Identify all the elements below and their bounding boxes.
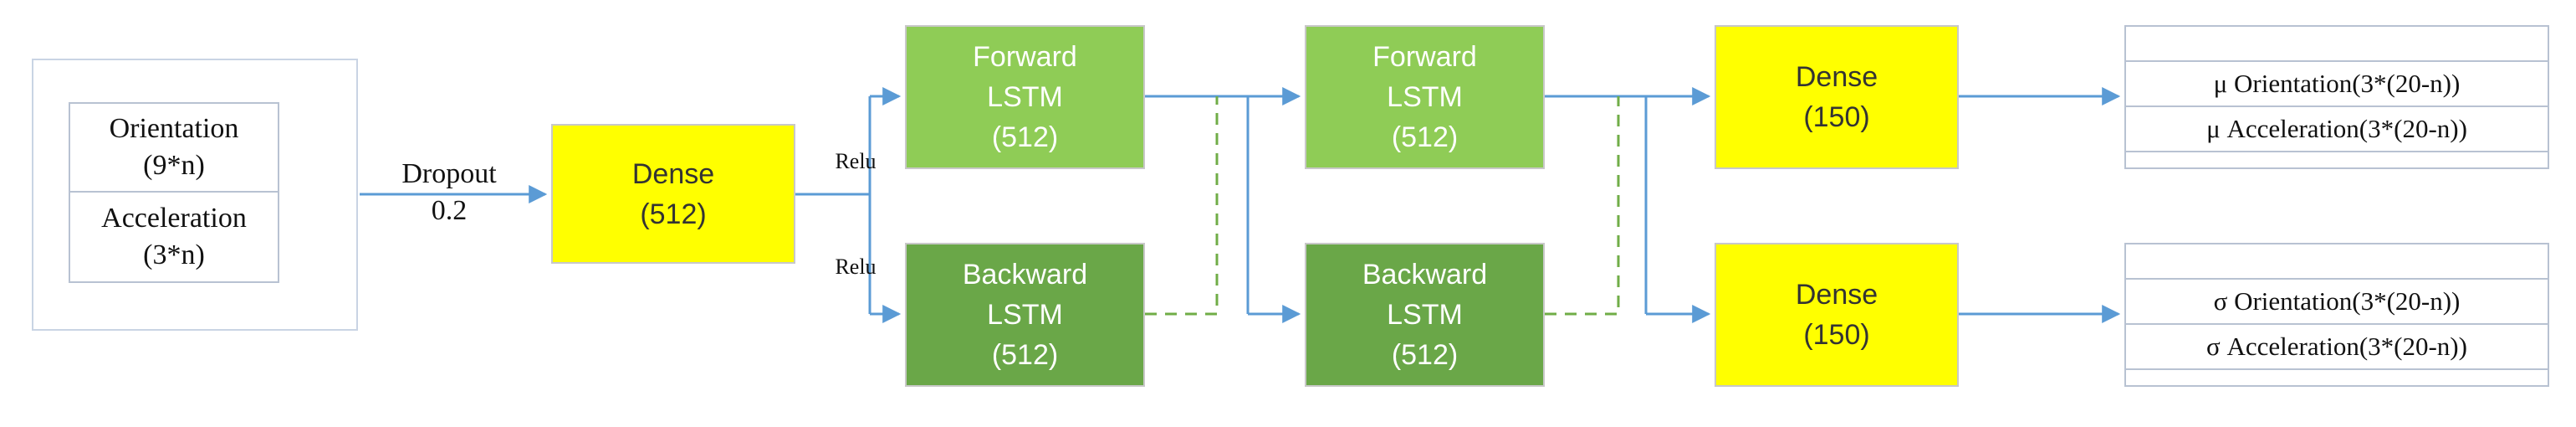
dense-150-mu-units: (150) (1803, 101, 1870, 133)
input-acceleration-shape: (3*n) (143, 239, 205, 270)
dense-150-sigma-title: Dense (1795, 279, 1878, 311)
input-orientation-shape: (9*n) (143, 150, 205, 181)
backward-lstm-2-title: Backward (1362, 259, 1488, 291)
input-orientation-label: Orientation (109, 113, 239, 144)
forward-lstm-1-units: (512) (991, 121, 1059, 153)
forward-lstm-2-title: Forward (1372, 41, 1477, 73)
dense-512-block: Dense (512) (551, 124, 795, 264)
forward-lstm-2: Forward LSTM (512) (1305, 25, 1545, 169)
dense-150-sigma-block: Dense (150) (1715, 243, 1959, 387)
output-sigma-orientation: σ Orientation(3*(20-n)) (2126, 278, 2548, 323)
backward-lstm-2-units: (512) (1391, 339, 1459, 371)
dense-150-mu-block: Dense (150) (1715, 25, 1959, 169)
relu-label-bottom: Relu (835, 255, 877, 279)
backward-lstm-1-units: (512) (991, 339, 1059, 371)
backward-lstm-1-type: LSTM (987, 299, 1063, 331)
backward-lstm-2-type: LSTM (1387, 299, 1463, 331)
dense-512-title: Dense (631, 157, 715, 190)
dropout-label: Dropout 0.2 (386, 156, 512, 229)
output-mu-acceleration: μ Acceleration(3*(20-n)) (2126, 105, 2548, 152)
line-forward1-out (1145, 95, 1250, 314)
forward-lstm-2-units: (512) (1391, 121, 1459, 153)
output-sigma-acceleration: σ Acceleration(3*(20-n)) (2126, 323, 2548, 370)
relu-label-top: Relu (835, 149, 877, 173)
forward-lstm-1-title: Forward (973, 41, 1077, 73)
forward-lstm-2-type: LSTM (1387, 81, 1463, 113)
output-mu-box: μ Orientation(3*(20-n)) μ Acceleration(3… (2124, 25, 2549, 169)
dropout-title: Dropout (401, 158, 497, 189)
backward-lstm-1-title: Backward (962, 259, 1088, 291)
input-orientation-cell: Orientation (9*n) (69, 102, 279, 193)
forward-lstm-1: Forward LSTM (512) (905, 25, 1145, 169)
backward-lstm-2: Backward LSTM (512) (1305, 243, 1545, 387)
dense-150-sigma-units: (150) (1803, 319, 1870, 351)
output-sigma-box: σ Orientation(3*(20-n)) σ Acceleration(3… (2124, 243, 2549, 387)
dashed-backward1-out (1145, 96, 1219, 316)
line-forward2-out (1545, 95, 1648, 314)
dense-150-mu-title: Dense (1795, 61, 1878, 93)
input-acceleration-cell: Acceleration (3*n) (69, 191, 279, 283)
input-acceleration-label: Acceleration (101, 203, 247, 234)
dropout-rate: 0.2 (431, 195, 468, 226)
dashed-backward2-out (1545, 96, 1620, 316)
backward-lstm-1: Backward LSTM (512) (905, 243, 1145, 387)
line-dense-split (795, 96, 871, 314)
dense-512-units: (512) (640, 198, 707, 230)
forward-lstm-1-type: LSTM (987, 81, 1063, 113)
output-mu-orientation: μ Orientation(3*(20-n)) (2126, 60, 2548, 105)
